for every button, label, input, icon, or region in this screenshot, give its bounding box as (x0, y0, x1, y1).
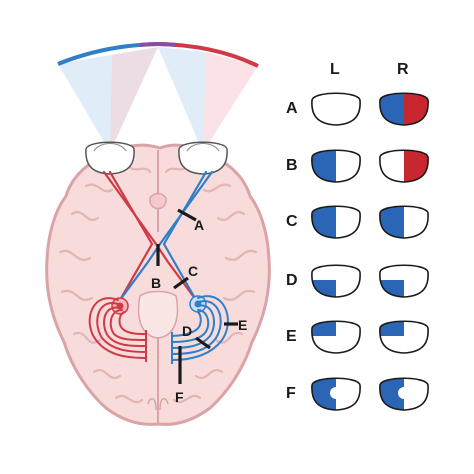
lesion-markers (156, 208, 238, 384)
field-d-left (311, 264, 361, 298)
visual-field-group (57, 42, 259, 152)
lesion-label-a: A (194, 217, 204, 233)
row-label-b: B (286, 157, 298, 174)
field-d-right (379, 264, 429, 298)
field-a-right (379, 92, 429, 126)
field-f-left (311, 377, 361, 411)
right-eye-field-cone-blue (158, 47, 206, 152)
occipital-notch-right (159, 397, 169, 411)
right-eye (178, 141, 228, 175)
field-b-right (379, 149, 429, 183)
field-a-left (311, 92, 361, 126)
left-optic-radiations (88, 297, 147, 359)
field-e-left (311, 320, 361, 354)
lesion-label-e: E (238, 317, 247, 333)
left-eye (85, 141, 135, 175)
lesion-label-b: B (151, 275, 161, 291)
occipital-notch-left (147, 397, 157, 411)
row-label-e: E (286, 328, 297, 345)
row-label-f: F (286, 385, 296, 402)
field-c-left (311, 205, 361, 239)
lesion-bar-d (195, 336, 211, 350)
row-label-d: D (286, 272, 298, 289)
lesion-label-d: D (182, 323, 192, 339)
pituitary (149, 192, 167, 210)
lesion-label-c: C (188, 263, 198, 279)
brain-gyri (58, 164, 258, 404)
field-c-right (379, 205, 429, 239)
lesion-bar-c (173, 276, 189, 290)
lesion-label-f: F (175, 389, 184, 405)
brain (45, 143, 271, 426)
row-label-a: A (286, 100, 298, 117)
field-e-right (379, 320, 429, 354)
visual-field-arc-overlap (139, 42, 177, 47)
visual-field-chart: L R A B C D E F (286, 61, 429, 411)
right-optic-radiations (171, 295, 229, 361)
field-b-left (311, 149, 361, 183)
row-label-c: C (286, 213, 298, 230)
right-eye-field-cone-red (203, 52, 258, 152)
brainstem (137, 290, 179, 339)
lesion-bar-a (177, 208, 197, 222)
column-header-left: L (330, 61, 340, 78)
field-f-right (379, 377, 429, 411)
column-header-right: R (397, 61, 409, 78)
left-eye-field-cone-red (110, 47, 158, 152)
